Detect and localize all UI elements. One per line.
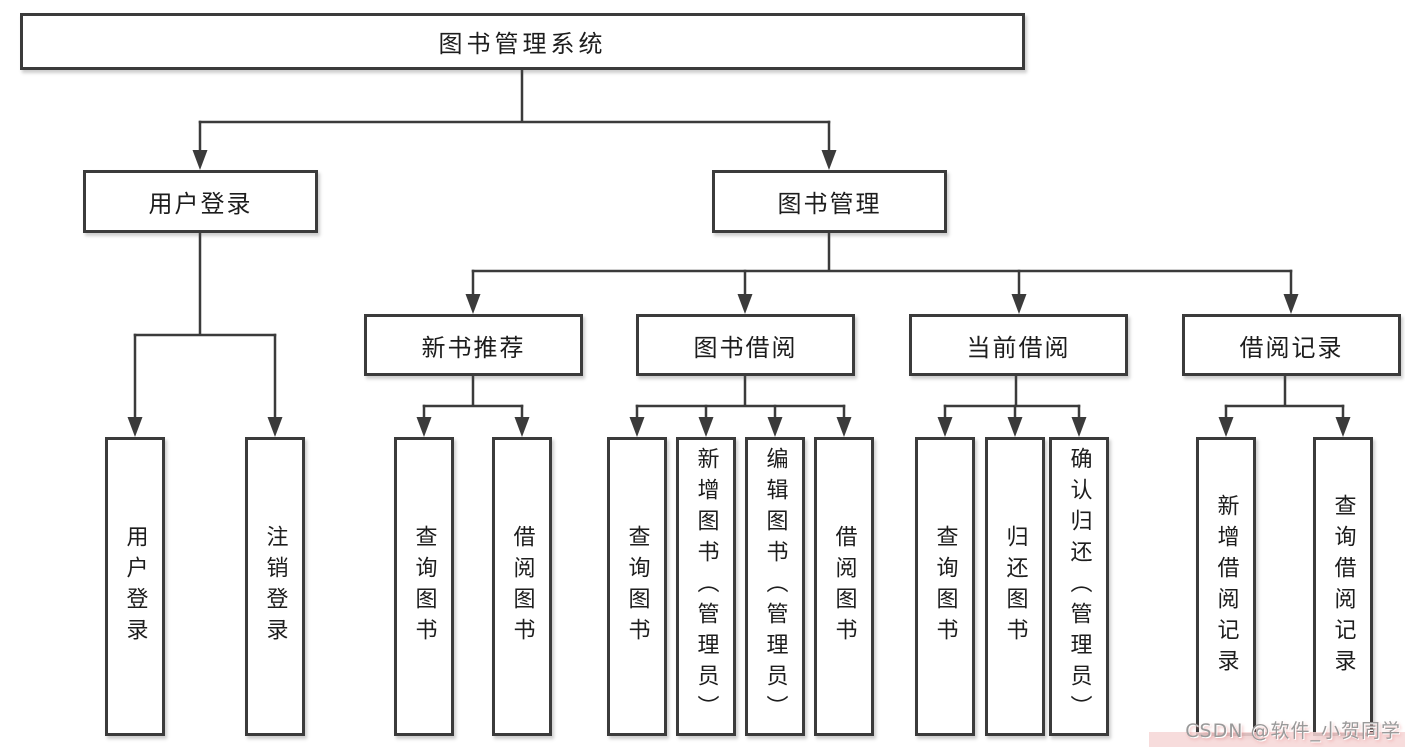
leaf-cb-query-books: 查询图书 bbox=[915, 437, 975, 736]
node-current-borrowing: 当前借阅 bbox=[909, 314, 1128, 376]
leaf-cb-confirm-return-admin: 确认归还（管理员） bbox=[1049, 437, 1109, 736]
leaf-bb-add-books-admin: 新增图书（管理员） bbox=[676, 437, 736, 736]
node-book-management: 图书管理 bbox=[712, 170, 947, 233]
node-label: 查询图书 bbox=[624, 524, 650, 649]
leaf-logout: 注销登录 bbox=[245, 437, 305, 736]
node-label: 图书管理 bbox=[777, 190, 882, 218]
node-label: 新增图书（管理员） bbox=[693, 447, 719, 726]
leaf-nbr-borrow-books: 借阅图书 bbox=[492, 437, 552, 736]
node-label: 编辑图书（管理员） bbox=[762, 447, 788, 726]
node-label: 借阅图书 bbox=[509, 524, 535, 649]
leaf-br-query-record: 查询借阅记录 bbox=[1313, 437, 1373, 736]
leaf-cb-return-books: 归还图书 bbox=[985, 437, 1045, 736]
node-label: 用户登录 bbox=[148, 190, 253, 218]
leaf-bb-edit-books-admin: 编辑图书（管理员） bbox=[745, 437, 805, 736]
node-label: 查询借阅记录 bbox=[1330, 493, 1356, 680]
leaf-bb-borrow-books: 借阅图书 bbox=[814, 437, 874, 736]
node-label: 新增借阅记录 bbox=[1213, 493, 1239, 680]
node-label: 归还图书 bbox=[1002, 524, 1028, 649]
leaf-nbr-query-books: 查询图书 bbox=[394, 437, 454, 736]
node-label: 当前借阅 bbox=[966, 333, 1071, 362]
node-label: 查询图书 bbox=[411, 524, 437, 649]
leaf-bb-query-books: 查询图书 bbox=[607, 437, 667, 736]
node-label: 借阅图书 bbox=[831, 524, 857, 649]
node-user-login: 用户登录 bbox=[83, 170, 318, 233]
node-book-borrowing: 图书借阅 bbox=[636, 314, 855, 376]
arrowheads bbox=[127, 150, 1351, 437]
node-label: 图书管理系统 bbox=[438, 30, 607, 58]
csdn-watermark: CSDN @软件_小贺同学 bbox=[1185, 720, 1401, 742]
node-new-book-recommend: 新书推荐 bbox=[364, 314, 583, 376]
node-label: 注销登录 bbox=[262, 524, 288, 649]
leaf-br-add-record: 新增借阅记录 bbox=[1196, 437, 1256, 736]
node-borrowing-records: 借阅记录 bbox=[1182, 314, 1401, 376]
node-label: 新书推荐 bbox=[421, 333, 526, 362]
node-label: 借阅记录 bbox=[1239, 333, 1344, 362]
node-label: 确认归还（管理员） bbox=[1066, 447, 1092, 726]
node-library-management-system: 图书管理系统 bbox=[20, 13, 1025, 70]
node-label: 用户登录 bbox=[122, 524, 148, 649]
leaf-user-login-action: 用户登录 bbox=[105, 437, 165, 736]
node-label: 图书借阅 bbox=[693, 333, 798, 362]
watermark-tint bbox=[1149, 732, 1405, 747]
node-label: 查询图书 bbox=[932, 524, 958, 649]
